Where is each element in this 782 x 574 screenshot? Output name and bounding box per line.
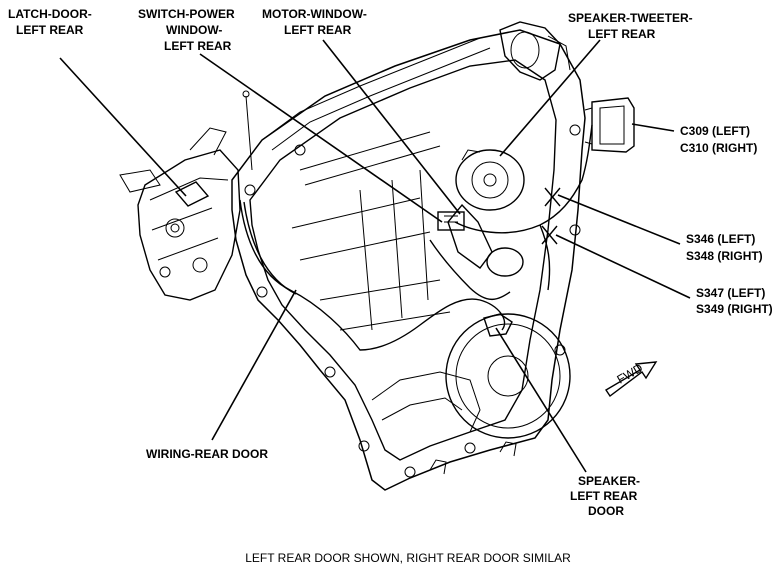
leader-speaker <box>495 327 587 473</box>
leader-c309 <box>631 123 675 132</box>
label-latch-line-1: LATCH-DOOR- <box>8 7 92 21</box>
leader-switch <box>199 53 443 223</box>
label-wiring-line-1: WIRING-REAR DOOR <box>146 447 268 461</box>
fwd-marker-text: FWD <box>615 361 646 387</box>
label-speaker-line-1: SPEAKER- <box>578 474 640 488</box>
figure-caption: LEFT REAR DOOR SHOWN, RIGHT REAR DOOR SI… <box>245 551 571 565</box>
door-latch <box>119 90 253 301</box>
forward-direction-arrow: FWD <box>605 361 658 398</box>
label-switch-line-1: SWITCH-POWER <box>138 7 235 21</box>
leader-s346 <box>557 194 681 245</box>
label-c309: C309 (LEFT) <box>680 124 750 138</box>
tweeter-connector <box>584 97 635 153</box>
label-s348: S348 (RIGHT) <box>686 249 763 263</box>
label-motor-window: MOTOR-WINDOW- LEFT REAR <box>262 7 367 37</box>
door-inner-panel <box>231 29 586 491</box>
label-motor-line-1: MOTOR-WINDOW- <box>262 7 367 21</box>
door-speaker <box>445 313 571 439</box>
leader-latch <box>59 57 187 197</box>
label-motor-line-2: LEFT REAR <box>284 23 352 37</box>
label-tweeter-line-2: LEFT REAR <box>588 27 656 41</box>
label-speaker-line-2: LEFT REAR <box>570 489 638 503</box>
label-s346: S346 (LEFT) <box>686 232 755 246</box>
leader-wiring <box>211 289 297 441</box>
label-speaker-tweeter: SPEAKER-TWEETER- LEFT REAR <box>568 11 693 41</box>
label-c310: C310 (RIGHT) <box>680 141 757 155</box>
label-speaker-left-rear: SPEAKER- LEFT REAR DOOR <box>570 474 640 518</box>
label-splice-s346-s348: S346 (LEFT) S348 (RIGHT) <box>686 232 763 263</box>
leader-s347 <box>555 234 691 299</box>
leader-motor <box>322 39 461 215</box>
label-switch-line-3: LEFT REAR <box>164 39 232 53</box>
label-s349: S349 (RIGHT) <box>696 302 773 316</box>
label-latch-door: LATCH-DOOR- LEFT REAR <box>8 7 92 37</box>
splice-s346-mark <box>544 187 561 207</box>
leader-lines <box>59 39 691 473</box>
upper-hinge-bracket <box>499 21 571 81</box>
label-splice-s347-s349: S347 (LEFT) S349 (RIGHT) <box>696 286 773 316</box>
leader-tweeter <box>499 39 601 157</box>
label-tweeter-line-1: SPEAKER-TWEETER- <box>568 11 693 25</box>
label-switch-power-window: SWITCH-POWER WINDOW- LEFT REAR <box>138 7 235 53</box>
label-connector-c309-c310: C309 (LEFT) C310 (RIGHT) <box>680 124 757 155</box>
label-speaker-line-3: DOOR <box>588 504 624 518</box>
wiring-harness <box>239 124 593 351</box>
label-s347: S347 (LEFT) <box>696 286 765 300</box>
splice-s347-mark <box>541 225 558 245</box>
label-wiring-rear-door: WIRING-REAR DOOR <box>146 447 268 461</box>
label-switch-line-2: WINDOW- <box>166 23 222 37</box>
label-latch-line-2: LEFT REAR <box>16 23 84 37</box>
